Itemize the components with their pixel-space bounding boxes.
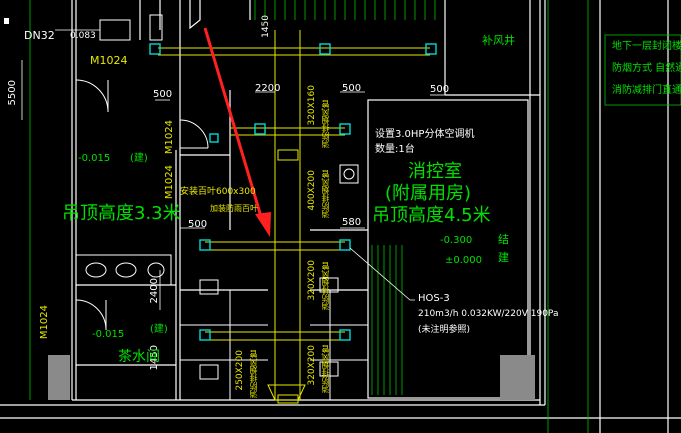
- duct-tag-a: 消防排烟风管: [321, 100, 330, 148]
- pipe-slope: 0.083: [70, 31, 96, 41]
- duct-size-e: 320X200: [307, 345, 317, 386]
- stalls: [180, 290, 368, 400]
- duct-tag-d: 消防排烟风管: [249, 350, 258, 398]
- room-tea: 茶水间: [118, 349, 160, 365]
- duct-size-c: 320X200: [307, 260, 317, 301]
- hos-leader: [349, 247, 415, 301]
- legend-line2: 防烟方式 自然通风: [612, 63, 681, 74]
- level-d: ±0.000: [445, 255, 483, 266]
- dimensions: [21, 29, 445, 310]
- diffusers: [149, 43, 437, 341]
- duct-size-a: 320X160: [307, 85, 317, 126]
- level-b: -0.015: [92, 329, 125, 340]
- duct-note-b: 加装防雨百叶: [210, 204, 258, 213]
- column-right: [500, 355, 535, 400]
- annotation-arrow: [203, 27, 271, 237]
- duct-note: 安装百叶600x300: [180, 187, 256, 197]
- dim-580: 580: [342, 217, 362, 228]
- column-left: [48, 355, 70, 400]
- door-tag-m1024-d: M1024: [39, 305, 50, 340]
- duct-tag-c: 消防排烟风管: [321, 262, 330, 310]
- hatch: [29, 0, 681, 433]
- duct-size-b: 400X200: [307, 170, 317, 211]
- door-tag-m1024-a: M1024: [90, 54, 128, 67]
- duct-size-d: 250X200: [235, 350, 245, 391]
- door-swings: [75, 79, 209, 331]
- level-d-tag: 建: [498, 251, 509, 264]
- pipe-label: DN32: [24, 29, 55, 42]
- room-control-sub: (附属用房): [385, 183, 472, 204]
- hos-spec: 210m3/h 0.032KW/220V 190Pa: [418, 309, 559, 319]
- dim-5500: 5500: [7, 80, 18, 106]
- dim-1450: 1450: [261, 15, 271, 38]
- dim-500-a: 500: [153, 89, 173, 100]
- dim-500-c: 500: [430, 84, 450, 95]
- room-fan-shaft: 补风井: [482, 34, 515, 47]
- legend-line1: 地下一层封闭楼梯: [612, 41, 681, 52]
- ceiling-height-left: 吊顶高度3.3米: [62, 203, 181, 224]
- room-control: 消控室: [408, 161, 462, 182]
- ac-unit-line2: 数量:1台: [375, 144, 415, 155]
- dim-2400: 2400: [149, 278, 160, 304]
- duct-tag-b: 消防排烟风管: [321, 170, 330, 218]
- dim-500-d: 500: [188, 219, 208, 230]
- duct-tag-e: 消防排烟风管: [321, 345, 330, 393]
- hos-note: (未注明参照): [418, 325, 471, 335]
- door-tag-m1024-c: M1024: [164, 165, 175, 200]
- level-b-tag: (建): [150, 324, 168, 335]
- level-c: -0.300: [440, 235, 473, 246]
- hos-tag: HOS-3: [418, 293, 450, 304]
- corner-marker: [4, 18, 9, 24]
- dim-500-b: 500: [342, 83, 362, 94]
- level-a: -0.015: [78, 153, 111, 164]
- ac-unit-line1: 设置3.0HP分体空调机: [375, 129, 475, 140]
- dim-2200: 2200: [255, 83, 281, 94]
- level-a-tag: (建): [130, 153, 148, 164]
- ceiling-height-right: 吊顶高度4.5米: [372, 205, 491, 226]
- level-c-tag: 结: [498, 233, 509, 246]
- door-tag-m1024-b: M1024: [164, 120, 175, 155]
- legend-line3: 消防减排门直通室: [612, 85, 681, 96]
